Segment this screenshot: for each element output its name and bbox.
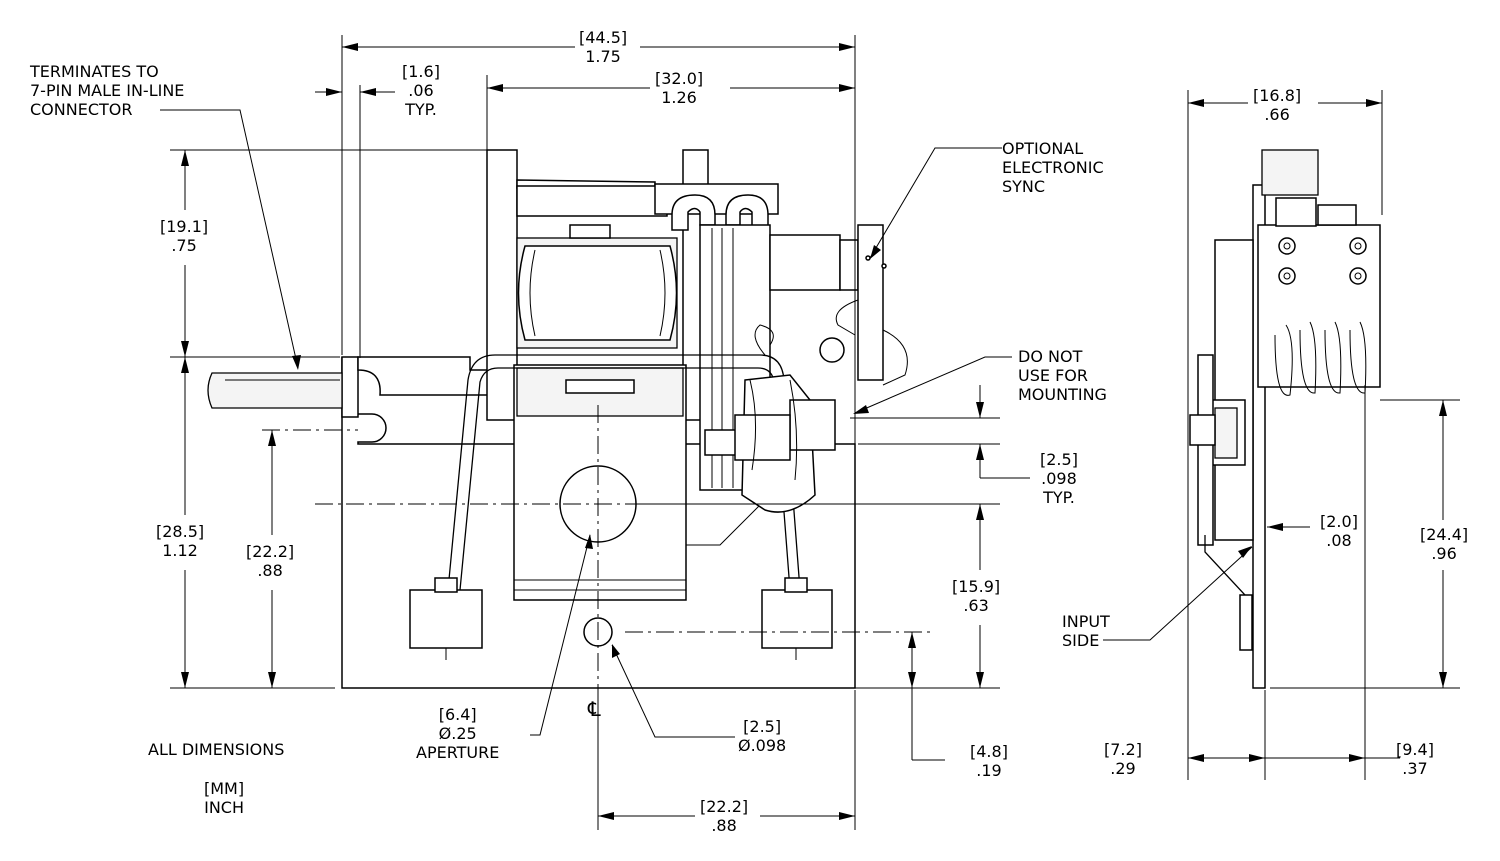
note-optional-sync: OPTIONAL ELECTRONIC SYNC [1002,139,1104,196]
dim-wall: [1.6] .06 TYP. [402,62,440,119]
dim-slot-height: [22.2] .88 [246,542,294,580]
dim-side-width-inch: .66 [1264,105,1290,124]
dim-upper-width-mm: [32.0] [655,69,704,88]
dim-hole-offset: [22.2] .88 [700,797,748,835]
dim-aperture-height-inch: .63 [963,596,989,615]
centerline-symbol: ℄ [588,697,601,721]
note-input-side-line1: INPUT [1062,612,1110,631]
dim-aperture-height-mm: [15.9] [952,577,1001,596]
dim-hole-offset-inch: .88 [711,816,737,835]
note-optional-sync-line3: SYNC [1002,177,1046,196]
note-input-side: INPUT SIDE [1062,612,1110,650]
note-do-not-use: DO NOT USE FOR MOUNTING [1018,347,1107,404]
dim-hole-mm: [2.5] [743,717,782,736]
note-units-mm: [MM] [204,779,245,798]
dim-hole-height: [4.8] .19 [970,742,1008,780]
dim-side-left: [7.2] .29 [1104,740,1142,778]
dim-overall-width-mm: [44.5] [579,28,628,47]
note-input-side-line2: SIDE [1062,631,1100,650]
dim-wall-mm: [1.6] [402,62,440,81]
dim-side-width-mm: [16.8] [1253,86,1302,105]
dim-overall-width-inch: 1.75 [585,47,621,66]
dim-aperture: [6.4] Ø.25 APERTURE [416,705,499,762]
dim-aperture-note: APERTURE [416,743,500,762]
dim-side-right-mm: [9.4] [1396,740,1434,759]
dim-aperture-height: [15.9] .63 [952,577,1000,615]
dim-hole-height-inch: .19 [976,761,1002,780]
dim-hole-offset-mm: [22.2] [700,797,749,816]
dim-aperture-inch: Ø.25 [438,724,477,743]
note-do-not-use-line3: MOUNTING [1018,385,1107,404]
dim-upper-height-mm: [19.1] [160,217,209,236]
dim-side-height-mm: [24.4] [1420,525,1469,544]
note-units-inch: INCH [204,798,244,817]
note-all-dimensions: ALL DIMENSIONS [148,740,285,759]
dim-step-inch: .098 [1041,469,1077,488]
dim-hole-inch: Ø.098 [738,736,787,755]
upper-housing [486,149,518,421]
dim-side-left-mm: [7.2] [1104,740,1142,759]
note-terminates-line1: TERMINATES TO [30,62,159,81]
note-do-not-use-line1: DO NOT [1018,347,1083,366]
dim-upper-width-inch: 1.26 [661,88,697,107]
dim-side-right: [9.4] .37 [1396,740,1434,778]
note-do-not-use-line2: USE FOR [1018,366,1088,385]
front-view [207,149,908,689]
dim-side-width: [16.8] .66 [1253,86,1301,124]
dim-step-mm: [2.5] [1040,450,1078,469]
dim-overall-height: [28.5] 1.12 [156,522,204,560]
dim-wall-inch: .06 [408,81,434,100]
cable [207,372,343,409]
dim-hole-height-mm: [4.8] [970,742,1008,761]
bracket-wall [341,356,359,418]
dim-upper-width: [32.0] 1.26 [655,69,703,107]
note-terminates-line3: CONNECTOR [30,100,133,119]
yoke-bar [447,354,801,591]
dim-side-height-inch: .96 [1431,544,1457,563]
note-optional-sync-line2: ELECTRONIC [1002,158,1104,177]
side-view [1189,149,1381,689]
dim-side-height: [24.4] .96 [1420,525,1468,563]
dim-overall-width: [44.5] 1.75 [579,28,627,66]
dim-aperture-mm: [6.4] [438,705,477,724]
dim-wall-note: TYP. [405,100,437,119]
dim-overall-height-mm: [28.5] [156,522,205,541]
dim-upper-height: [19.1] .75 [160,217,208,255]
dim-slot-height-mm: [22.2] [246,542,295,561]
note-units: [MM] INCH [204,779,244,817]
dim-step-note: TYP. [1043,488,1075,507]
arrowheads [181,43,1447,820]
dim-side-left-inch: .29 [1110,759,1136,778]
note-terminates-line2: 7-PIN MALE IN-LINE [30,81,185,100]
dim-side-right-inch: .37 [1402,759,1428,778]
dim-upper-height-inch: .75 [171,236,197,255]
dim-overall-height-inch: 1.12 [162,541,198,560]
dim-side-thickness-inch: .08 [1326,531,1352,550]
dim-step: [2.5] .098 TYP. [1040,450,1078,507]
dimension-lines [160,35,1460,830]
dim-side-thickness: [2.0] .08 [1320,512,1358,550]
note-terminates: TERMINATES TO 7-PIN MALE IN-LINE CONNECT… [30,62,184,119]
dim-side-thickness-mm: [2.0] [1320,512,1358,531]
dim-hole: [2.5] Ø.098 [738,717,786,755]
note-optional-sync-line1: OPTIONAL [1002,139,1084,158]
dim-slot-height-inch: .88 [257,561,283,580]
